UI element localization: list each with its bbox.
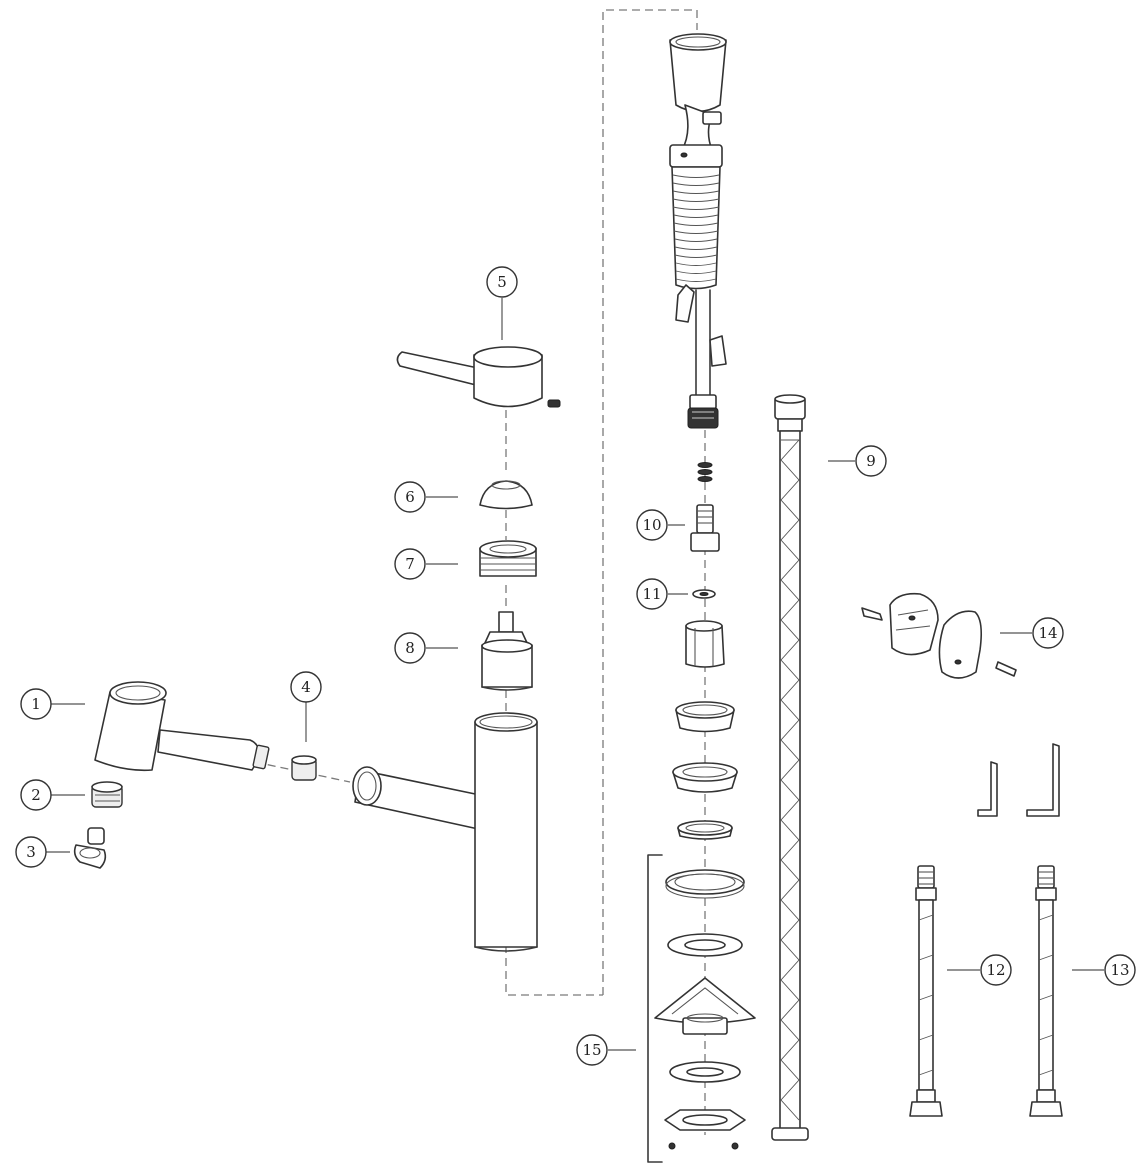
cartridge [481, 611, 533, 691]
callout-4: 4 [290, 671, 322, 703]
hex-keys [977, 743, 1060, 817]
svg-text:9: 9 [866, 452, 876, 470]
callout-8: 8 [394, 632, 426, 664]
supply-hose-long [771, 394, 809, 1141]
svg-text:4: 4 [301, 678, 311, 696]
callout-6: 6 [394, 481, 426, 513]
svg-text:8: 8 [405, 639, 415, 657]
svg-text:3: 3 [26, 843, 36, 861]
lever-handle [396, 346, 561, 408]
o-ring-stack [697, 462, 713, 482]
supply-hose-13 [1029, 865, 1063, 1117]
small-washer [692, 589, 716, 599]
svg-text:6: 6 [405, 488, 415, 506]
callout-14: 14 [1032, 617, 1064, 649]
callouts: 1 2 3 4 5 6 7 8 9 10 11 12 13 14 15 [15, 266, 1136, 1066]
svg-text:11: 11 [642, 585, 661, 603]
aerator [91, 781, 123, 808]
svg-text:14: 14 [1038, 624, 1057, 642]
svg-text:12: 12 [986, 961, 1005, 979]
supply-hose-12 [909, 865, 943, 1117]
spray-head [94, 681, 270, 772]
svg-text:10: 10 [642, 516, 661, 534]
mounting-clamp [861, 592, 1017, 679]
small-nut [291, 755, 317, 781]
callout-10: 10 [636, 509, 668, 541]
callout-15: 15 [576, 1034, 608, 1066]
connector [73, 827, 107, 869]
svg-text:15: 15 [582, 1041, 601, 1059]
threaded-ring [479, 540, 537, 577]
callout-13: 13 [1104, 954, 1136, 986]
hose-connector [690, 504, 720, 552]
hose-coils [672, 174, 720, 282]
callout-11: 11 [636, 578, 668, 610]
svg-text:7: 7 [405, 555, 415, 573]
faucet-body [352, 712, 538, 952]
callout-7: 7 [394, 548, 426, 580]
callout-9: 9 [855, 445, 887, 477]
svg-text:2: 2 [31, 786, 41, 804]
callout-3: 3 [15, 836, 47, 868]
group-bracket-15 [647, 854, 663, 1163]
svg-text:5: 5 [497, 273, 507, 291]
dome-cap [479, 480, 533, 510]
callout-1: 1 [20, 688, 52, 720]
pull-out-hose [669, 33, 727, 429]
mounting-stack [654, 620, 756, 1150]
callout-5: 5 [486, 266, 518, 298]
svg-text:13: 13 [1110, 961, 1129, 979]
svg-text:1: 1 [31, 695, 41, 713]
callout-12: 12 [980, 954, 1012, 986]
callout-2: 2 [20, 779, 52, 811]
